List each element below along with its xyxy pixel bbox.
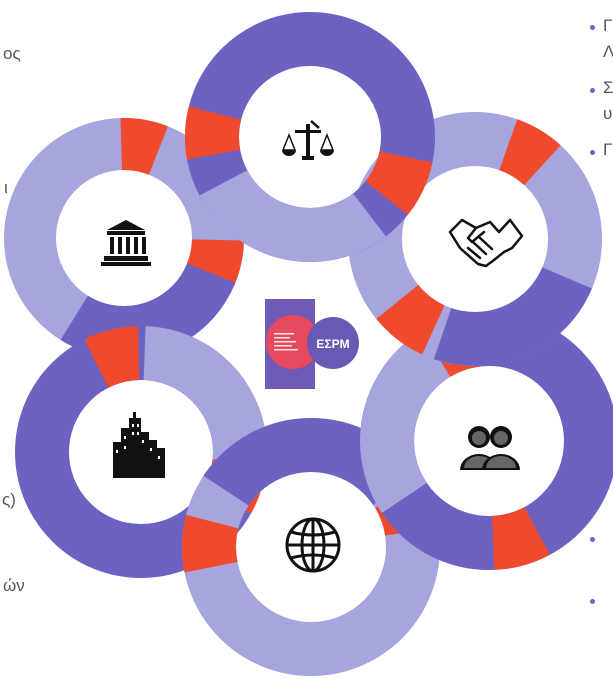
courthouse-icon — [101, 220, 151, 266]
right-text-fragment-4: υ — [603, 104, 613, 123]
left-text-fragment-2: ι — [4, 178, 8, 197]
disc-bottom — [244, 480, 378, 614]
central-logo: ΕΣΡΜ — [265, 299, 359, 389]
right-text-fragment-2: Λ — [603, 42, 613, 61]
bullet-1 — [590, 25, 595, 30]
logo-acronym: ΕΣΡΜ — [316, 337, 349, 351]
ring-bottom — [182, 418, 440, 676]
people-icon — [460, 426, 520, 470]
right-text-fragment-5: Γ — [603, 140, 613, 159]
right-text-fragment-1: Γ — [603, 16, 613, 35]
left-text-fragment-1: ος — [3, 44, 21, 63]
city-buildings-icon — [113, 412, 165, 478]
handshake-icon — [448, 218, 524, 268]
disc-upper-left — [60, 174, 188, 302]
bullet-5 — [590, 599, 595, 604]
scales-of-justice-icon — [281, 120, 335, 160]
left-text-fragment-3: ς) — [2, 490, 16, 509]
bullet-3 — [590, 150, 595, 155]
globe-icon — [285, 517, 341, 573]
bullet-4 — [590, 537, 595, 542]
left-text-fragment-4: ών — [3, 576, 25, 595]
right-text-fragment-3: Σ — [603, 78, 613, 97]
bullet-2 — [590, 88, 595, 93]
ring-top — [185, 12, 435, 262]
